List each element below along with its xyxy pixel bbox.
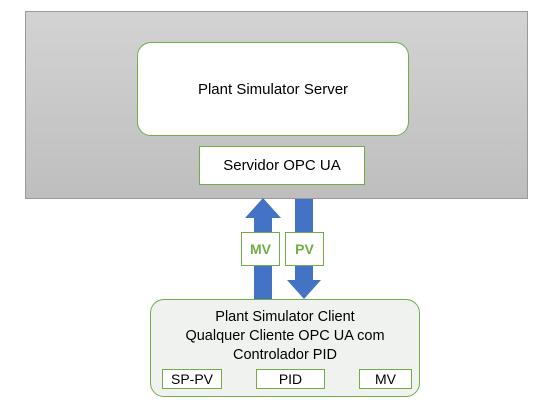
plant-simulator-server-box: Plant Simulator Server <box>137 42 409 136</box>
opc-server-box: Servidor OPC UA <box>199 146 365 185</box>
server-title: Plant Simulator Server <box>197 80 349 98</box>
sp-pv-label: SP-PV <box>170 371 213 387</box>
opc-server-label: Servidor OPC UA <box>223 157 341 174</box>
pv-flow-text: PV <box>295 241 314 257</box>
mv-output-block: MV <box>359 369 412 389</box>
pid-block: PID <box>256 369 325 389</box>
pid-label: PID <box>278 371 303 387</box>
client-line-3: Controlador PID <box>233 347 337 363</box>
mv-flow-label: MV <box>241 232 280 266</box>
client-description: Plant Simulator Client Qualquer Cliente … <box>150 308 420 365</box>
client-line-2: Qualquer Cliente OPC UA com <box>185 328 385 344</box>
client-line-1: Plant Simulator Client <box>215 309 355 325</box>
sp-pv-block: SP-PV <box>162 369 222 389</box>
pv-flow-label: PV <box>285 232 324 266</box>
mv-flow-text: MV <box>250 241 271 257</box>
mv-output-label: MV <box>375 371 396 387</box>
